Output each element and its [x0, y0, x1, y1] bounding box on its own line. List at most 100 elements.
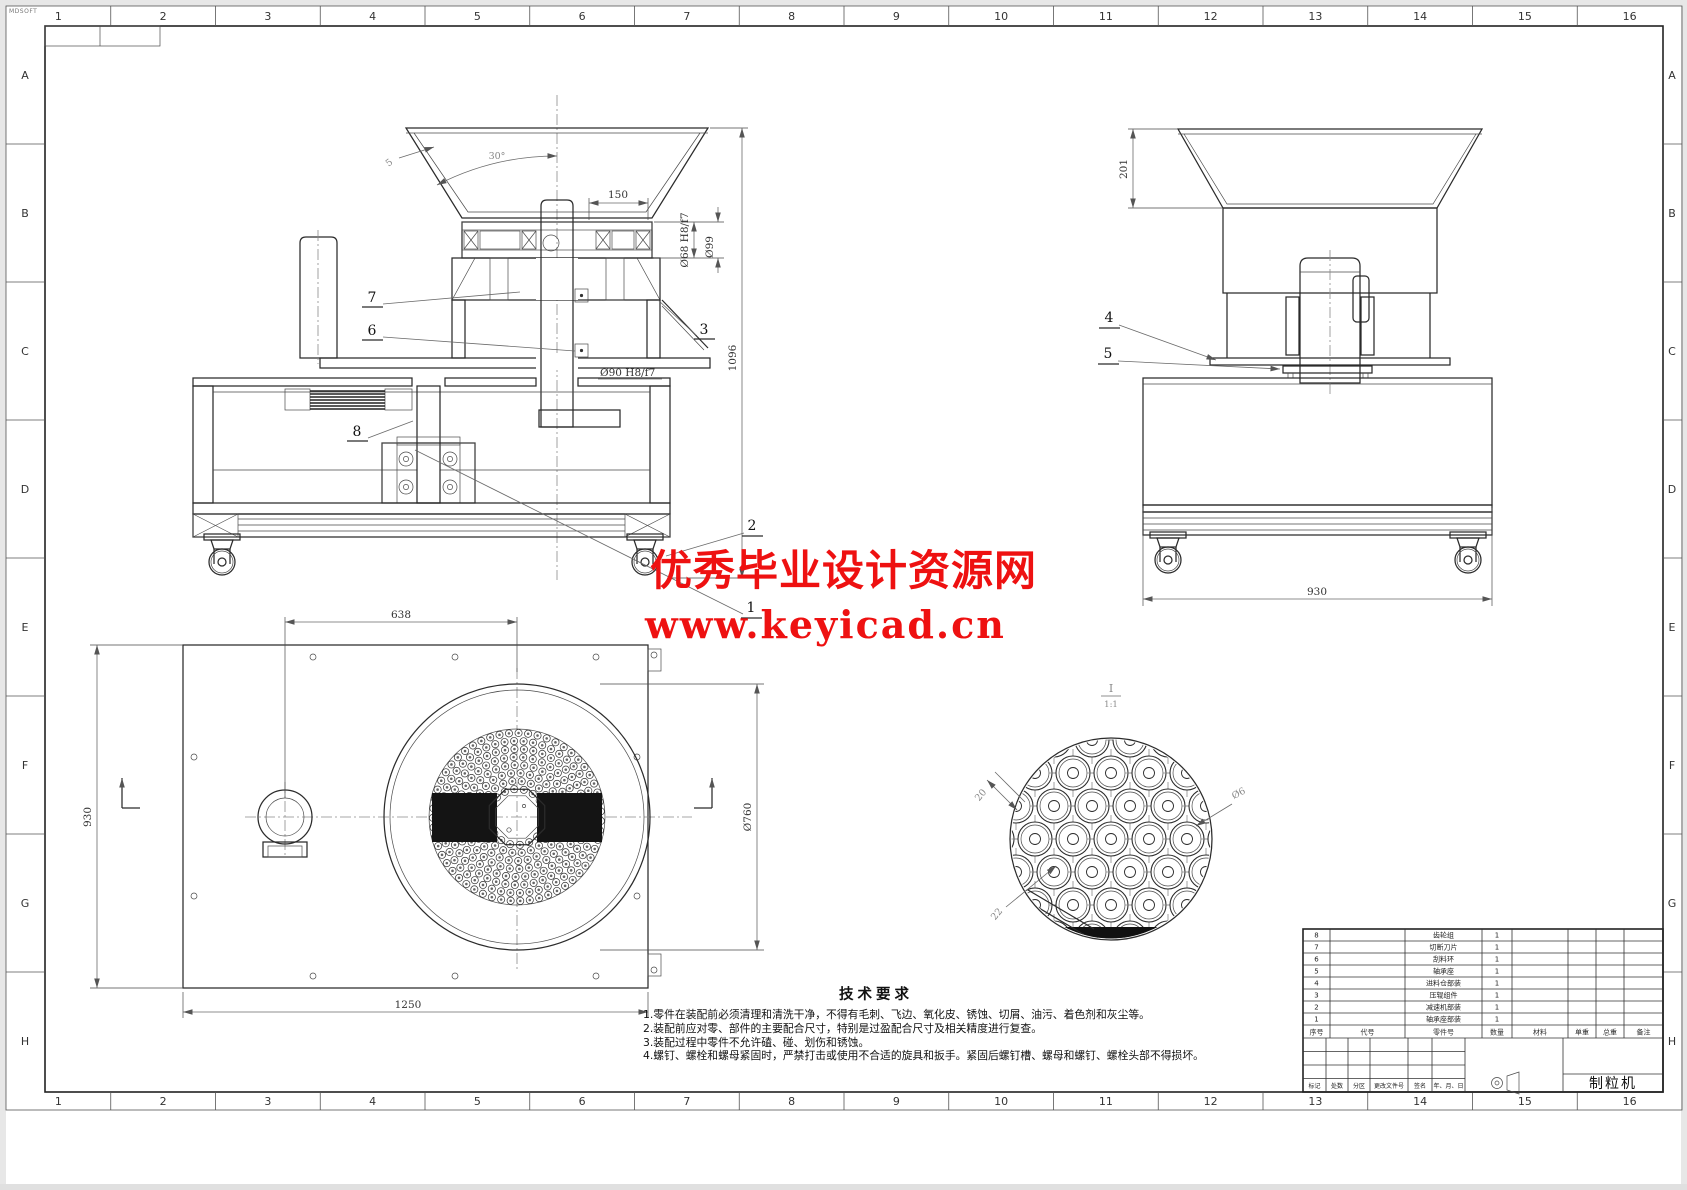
watermark-line2: www.keyicad.cn — [645, 602, 1006, 647]
callout-2: 2 — [748, 518, 757, 534]
grid-row-label: H — [21, 1035, 29, 1048]
grid-column-label: 9 — [893, 10, 900, 23]
grid-column-label: 1 — [55, 1095, 62, 1108]
callout-7: 7 — [368, 290, 377, 306]
grid-ticks — [6, 6, 1682, 1110]
dim-d99: Ø99 — [704, 236, 716, 258]
watermark-line1: 优秀毕业设计资源网 — [650, 546, 1038, 595]
die-rim-outer — [383, 683, 651, 951]
section-arrow-right — [694, 778, 715, 809]
callout-5: 5 — [1104, 346, 1113, 362]
bom-header: 代号 — [1361, 1028, 1375, 1037]
grid-column-label: 3 — [264, 1095, 271, 1108]
front-dimensions: 150 30° 5 Ø68 H8/f7 Ø99 Ø90 H8/f7 1096 — [384, 127, 748, 579]
callout-4: 4 — [1105, 310, 1114, 326]
machine-body-side — [1142, 377, 1493, 536]
detail-scale: 1:1 — [1104, 700, 1118, 710]
die-rim-inner — [389, 689, 645, 945]
grid-column-label: 13 — [1308, 10, 1322, 23]
dim-d6: Ø6 — [1230, 786, 1247, 802]
support-right — [1360, 296, 1375, 356]
detail-dimensions: 20 22 Ø6 — [973, 771, 1248, 923]
grid-column-label: 8 — [788, 1095, 795, 1108]
grid-row-label: G — [21, 897, 30, 910]
grid-column-label: 7 — [683, 1095, 690, 1108]
side-callouts: 4 5 — [1098, 310, 1281, 372]
dim-1096: 1096 — [727, 344, 739, 371]
callout-1: 1 — [747, 600, 756, 616]
die-support — [451, 257, 709, 359]
revision-label: 更改文件号 — [1374, 1082, 1404, 1090]
grid-column-label: 14 — [1413, 10, 1427, 23]
grid-column-label: 1 — [55, 10, 62, 23]
drawing-title: 制粒机 — [1589, 1076, 1637, 1092]
dim-930-top: 930 — [82, 807, 94, 827]
bom-header: 总重 — [1603, 1028, 1617, 1037]
dim-22: 22 — [989, 906, 1005, 922]
bom-row-no: 2 — [1314, 1004, 1318, 1012]
grid-row-label: G — [1668, 897, 1677, 910]
grid-row-label: F — [22, 759, 28, 772]
chamber-skirt — [1226, 293, 1431, 358]
tech-req-line: 4.螺钉、螺栓和螺母紧固时，严禁打击或使用不合适的旋具和扳手。紧固后螺钉槽、螺母… — [643, 1049, 1204, 1063]
grid-labels: 1122334455667788991010111112121313141415… — [21, 10, 1677, 1108]
grid-row-label: H — [1668, 1035, 1676, 1048]
grid-row-label: C — [1668, 345, 1676, 358]
bom-row-no: 5 — [1314, 968, 1318, 976]
grid-column-label: 5 — [474, 1095, 481, 1108]
bom-header: 备注 — [1637, 1028, 1651, 1037]
grid-column-label: 6 — [579, 10, 586, 23]
tech-req-title: 技术要求 — [839, 987, 913, 1003]
top-dimensions: 638 930 Ø760 1250 — [82, 609, 764, 1018]
bom-row-no: 4 — [1314, 980, 1319, 988]
bom-row-name: 齿轮组 — [1433, 931, 1454, 940]
bom-row-no: 1 — [1314, 1016, 1318, 1024]
grid-column-label: 2 — [160, 10, 167, 23]
tech-req-line: 1.零件在装配前必须清理和清洗干净，不得有毛刺、飞边、氧化皮、锈蚀、切屑、油污、… — [643, 1008, 1150, 1021]
grid-column-label: 4 — [369, 1095, 376, 1108]
grid-row-label: D — [21, 483, 29, 496]
bom-row-name: 减速机部装 — [1426, 1003, 1461, 1012]
center-hub — [488, 788, 546, 846]
grid-row-label: F — [1669, 759, 1675, 772]
grid-column-label: 10 — [994, 1095, 1008, 1108]
sheet-frame: 1122334455667788991010111112121313141415… — [5, 5, 1683, 1111]
bom-row-qty: 1 — [1495, 980, 1499, 988]
page-edge — [0, 1184, 1687, 1190]
dim-638: 638 — [391, 609, 411, 621]
grid-row-label: C — [21, 345, 29, 358]
grid-column-label: 5 — [474, 10, 481, 23]
machine-body-front — [192, 377, 671, 504]
detail-hole-pattern — [1011, 739, 1211, 939]
bom-row-name: 轴承座 — [1433, 967, 1454, 976]
bom-header: 材料 — [1533, 1028, 1547, 1037]
dim-angle-30: 30° — [489, 151, 506, 162]
grid-row-label: A — [1668, 69, 1676, 82]
bom-row-qty: 1 — [1495, 992, 1499, 1000]
grid-row-label: E — [22, 621, 29, 634]
revision-label: 签名 — [1414, 1082, 1426, 1090]
grid-row-label: B — [1668, 207, 1676, 220]
side-view: 201 930 4 5 — [1098, 128, 1493, 606]
grid-column-label: 16 — [1623, 1095, 1637, 1108]
dim-150: 150 — [608, 189, 628, 201]
bom-row-no: 6 — [1314, 956, 1319, 964]
grid-column-label: 9 — [893, 1095, 900, 1108]
pulley-stack — [284, 388, 413, 411]
die-hole-field — [428, 728, 606, 906]
projection-symbol-icon — [1491, 1071, 1520, 1095]
press-roller-right — [537, 793, 602, 842]
grid-column-label: 14 — [1413, 1095, 1427, 1108]
bom-row-name: 压辊组件 — [1430, 991, 1458, 1000]
callout-6: 6 — [368, 323, 377, 339]
dim-201: 201 — [1118, 159, 1130, 179]
grid-column-label: 3 — [264, 10, 271, 23]
bom-row-qty: 1 — [1495, 944, 1499, 952]
grid-column-label: 16 — [1623, 10, 1637, 23]
front-view: 150 30° 5 Ø68 H8/f7 Ø99 Ø90 H8/f7 1096 — [192, 95, 763, 619]
grid-column-label: 12 — [1204, 1095, 1218, 1108]
grid-column-label: 8 — [788, 10, 795, 23]
support-left — [1285, 296, 1300, 356]
grid-column-label: 4 — [369, 10, 376, 23]
